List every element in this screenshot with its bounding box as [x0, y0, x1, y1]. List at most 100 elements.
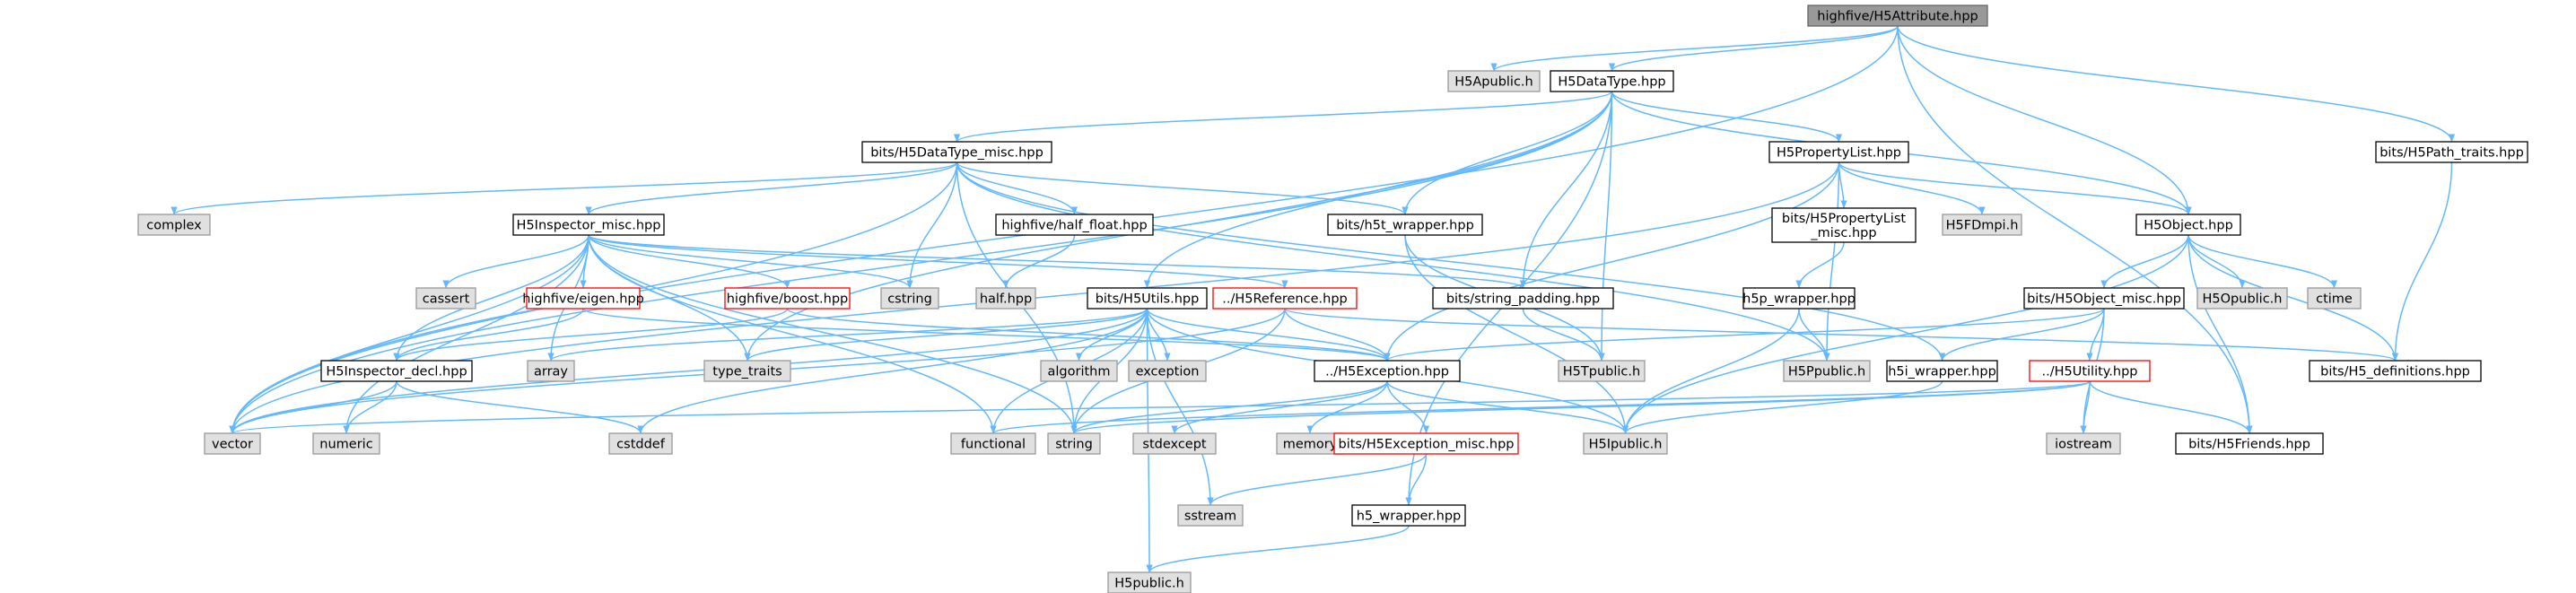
node-box-attr: [1807, 4, 1988, 27]
edge-h5utility-to-iostream: [2080, 380, 2091, 434]
node-typetraits[interactable]: type_traits: [703, 360, 791, 382]
node-cstddef[interactable]: cstddef: [608, 432, 673, 455]
node-h5fdmpi[interactable]: H5FDmpi.h: [1942, 214, 2022, 236]
node-label-stdexcept: stdexcept: [1142, 438, 1207, 452]
node-box-boost: [724, 287, 851, 310]
node-box-friends: [2175, 432, 2324, 455]
node-vector[interactable]: vector: [204, 432, 261, 455]
node-h5pwrap[interactable]: h5p_wrapper.hpp: [1742, 287, 1856, 310]
edge-attr-to-h5apublic: [1490, 25, 1899, 72]
node-iostream[interactable]: iostream: [2046, 432, 2121, 455]
node-box-cassert: [415, 287, 476, 310]
edge-dtmisc-to-inspmisc: [585, 161, 958, 215]
node-label-h5ppublic: H5Ppublic.h: [1788, 365, 1865, 379]
node-cassert[interactable]: cassert: [415, 287, 476, 310]
edge-proplist-to-h5object: [1838, 161, 2192, 215]
node-box-h5ipublic: [1583, 432, 1668, 455]
node-box-h5ppublic: [1783, 360, 1871, 382]
node-h5public[interactable]: H5public.h: [1107, 571, 1192, 593]
node-h5ppublic[interactable]: H5Ppublic.h: [1783, 360, 1871, 382]
node-h5opublic[interactable]: H5Opublic.h: [2196, 287, 2288, 310]
node-box-strpad: [1432, 287, 1614, 310]
node-h5defs[interactable]: bits/H5_definitions.hpp: [2309, 360, 2482, 382]
node-boost[interactable]: highfive/boost.hpp: [724, 287, 851, 310]
node-box-h5fdmpi: [1942, 214, 2022, 236]
node-memory[interactable]: memory: [1276, 432, 1344, 455]
node-h5exc[interactable]: ../H5Exception.hpp: [1314, 360, 1461, 382]
edge-h5datatype-to-dtmisc: [954, 91, 1613, 143]
node-h5utils[interactable]: bits/H5Utils.hpp: [1087, 287, 1208, 310]
edge-inspmisc-to-boost: [588, 234, 791, 289]
node-h5iwrap[interactable]: h5i_wrapper.hpp: [1886, 360, 1998, 382]
node-objmisc[interactable]: bits/H5Object_misc.hpp: [2023, 287, 2185, 310]
edge-inspmisc-to-string: [588, 234, 1078, 434]
node-label-ctime: ctime: [2316, 292, 2353, 307]
node-array[interactable]: array: [527, 360, 575, 382]
edge-inspdecl-to-numeric: [343, 380, 397, 434]
node-dtmisc[interactable]: bits/H5DataType_misc.hpp: [861, 141, 1052, 163]
node-h5wrap[interactable]: h5_wrapper.hpp: [1351, 504, 1466, 527]
node-numeric[interactable]: numeric: [312, 432, 380, 455]
node-label-h5utils: bits/H5Utils.hpp: [1096, 292, 1200, 307]
node-label-dtmisc: bits/H5DataType_misc.hpp: [870, 146, 1043, 161]
node-stdexcept[interactable]: stdexcept: [1132, 432, 1217, 455]
edge-h5utility-to-string: [1070, 380, 2091, 434]
node-box-stdexcept: [1132, 432, 1217, 455]
edge-h5datatype-to-proplist: [1611, 91, 1843, 143]
node-box-h5iwrap: [1886, 360, 1998, 382]
edge-attr-to-pathtraits: [1897, 25, 2456, 143]
node-ctime[interactable]: ctime: [2307, 287, 2362, 310]
edge-attr-to-friends: [1897, 25, 2253, 434]
node-h5object[interactable]: H5Object.hpp: [2135, 214, 2241, 236]
node-strpad[interactable]: bits/string_padding.hpp: [1432, 287, 1614, 310]
node-label-vector: vector: [212, 438, 253, 452]
node-label-h5exc: ../H5Exception.hpp: [1325, 365, 1449, 379]
node-inspdecl[interactable]: H5Inspector_decl.hpp: [320, 360, 473, 382]
edge-h5utils-to-array: [547, 308, 1148, 362]
node-halffloat[interactable]: highfive/half_float.hpp: [995, 214, 1154, 236]
node-label-h5object: H5Object.hpp: [2144, 219, 2233, 233]
node-plmisc[interactable]: bits/H5PropertyList_misc.hpp: [1771, 207, 1917, 243]
edge-h5utils-to-vector: [229, 308, 1148, 434]
node-excmisc[interactable]: bits/H5Exception_misc.hpp: [1333, 432, 1519, 455]
node-h5ipublic[interactable]: H5Ipublic.h: [1583, 432, 1668, 455]
node-h5datatype[interactable]: H5DataType.hpp: [1550, 70, 1674, 92]
node-exception[interactable]: exception: [1128, 360, 1207, 382]
node-h5ref[interactable]: ../H5Reference.hpp: [1212, 287, 1358, 310]
node-sstream[interactable]: sstream: [1177, 504, 1244, 527]
node-h5utility[interactable]: ../H5Utility.hpp: [2029, 360, 2151, 382]
node-string[interactable]: string: [1047, 432, 1101, 455]
node-cstring[interactable]: cstring: [880, 287, 939, 310]
edge-eigen-to-h5exc: [582, 308, 1391, 362]
node-halfhpp[interactable]: half.hpp: [975, 287, 1036, 310]
edge-h5iwrap-to-h5ipublic: [1622, 380, 1943, 434]
node-eigen[interactable]: highfive/eigen.hpp: [522, 287, 644, 310]
edge-h5ref-to-h5defs: [1284, 308, 2398, 362]
node-proplist[interactable]: H5PropertyList.hpp: [1768, 141, 1909, 163]
node-box-h5tpublic: [1558, 360, 1646, 382]
edge-h5datatype-to-strpad: [1519, 91, 1613, 289]
node-box-h5defs: [2309, 360, 2482, 382]
node-algorithm[interactable]: algorithm: [1040, 360, 1118, 382]
node-complex[interactable]: complex: [137, 214, 211, 236]
node-inspmisc[interactable]: H5Inspector_misc.hpp: [512, 214, 665, 236]
node-label-proplist: H5PropertyList.hpp: [1777, 146, 1901, 161]
edge-inspmisc-to-numeric: [343, 234, 589, 434]
edge-h5pwrap-to-h5ipublic: [1621, 308, 1800, 434]
node-pathtraits[interactable]: bits/H5Path_traits.hpp: [2375, 141, 2528, 163]
node-h5apublic[interactable]: H5Apublic.h: [1447, 70, 1541, 92]
node-label-strpad: bits/string_padding.hpp: [1446, 292, 1600, 307]
node-box-ctime: [2307, 287, 2362, 310]
node-tstwrap[interactable]: bits/h5t_wrapper.hpp: [1327, 214, 1483, 236]
node-label-complex: complex: [146, 219, 202, 233]
node-attr[interactable]: highfive/H5Attribute.hpp: [1807, 4, 1988, 27]
node-functional[interactable]: functional: [950, 432, 1036, 455]
node-label-cstddef: cstddef: [616, 438, 666, 452]
node-box-h5ref: [1212, 287, 1358, 310]
node-friends[interactable]: bits/H5Friends.hpp: [2175, 432, 2324, 455]
edge-h5exc-to-excmisc: [1386, 380, 1430, 434]
edge-h5datatype-to-vector: [229, 91, 1613, 434]
node-h5tpublic[interactable]: H5Tpublic.h: [1558, 360, 1646, 382]
edge-boost-to-h5exc: [786, 308, 1391, 362]
